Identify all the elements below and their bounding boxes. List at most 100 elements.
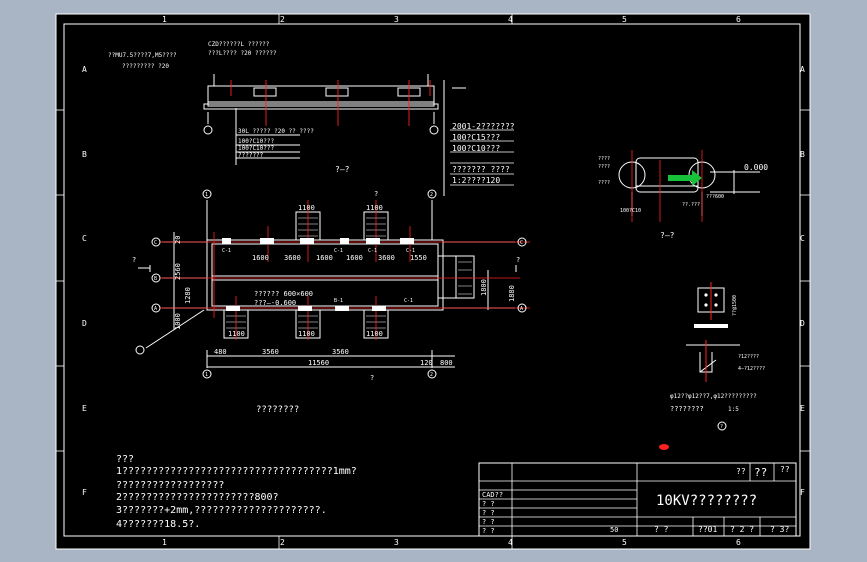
section-right-note: 100?C10 [620, 208, 641, 214]
plan-dim: 800 [440, 359, 453, 367]
detail-caption: φ12??φ12??7,φ12????????? [670, 393, 757, 400]
title-cell: ?? [754, 466, 767, 479]
plan-total: 11560 [308, 359, 329, 367]
title-block[interactable]: ?? ?? ?? 10KV???????? CAD?? ? ? ? ? ? ? … [478, 462, 797, 537]
row-label: E [82, 404, 87, 413]
plan-left-dim: 2560 [174, 263, 182, 280]
plan-dim: 1600 [252, 254, 269, 262]
row-label: C [800, 234, 805, 243]
col-label: 6 [736, 15, 741, 24]
plan-cut-mark: ? [374, 190, 378, 198]
plan-dim: 3600 [284, 254, 301, 262]
detail-note: ??@1500 [732, 295, 738, 316]
top-legend2: 100?C10??? [238, 138, 275, 145]
notes-block: ??? 1???????????????????????????????????… [116, 454, 357, 530]
section-right[interactable]: ???? ???? ???? 100?C10 ??.??? ???600 0.0… [598, 150, 768, 240]
top-legend4: ??????? [238, 152, 264, 159]
plan-side-dim2: 1880 [508, 285, 516, 302]
title-bottom: ??01 [698, 525, 717, 534]
axis-label: C [154, 240, 157, 246]
detail-scale: 1:5 [728, 406, 739, 413]
red-marker [659, 444, 669, 450]
axis-bubble [135, 345, 145, 355]
layer-item: 2001-2??????? [452, 122, 515, 131]
title-bottom: ? 3? [770, 525, 789, 534]
row-label: E [800, 404, 805, 413]
plan-view[interactable]: 1100 1100 1600 3600 1600 1600 3600 1550 … [132, 189, 530, 415]
row-label: B [82, 150, 87, 159]
notes-heading: ??? [116, 454, 134, 465]
axis-bubble [151, 303, 161, 313]
top-note-top2: ???L???? ?20 ?????? [208, 50, 277, 57]
frame-row-labels-right: A B C D E F [800, 65, 805, 497]
section-right-note: ???? [598, 164, 610, 170]
title-bottom: ? ? [654, 525, 669, 534]
title-cell: ?? [780, 465, 790, 474]
project-title: 10KV???????? [656, 493, 757, 509]
detail-view[interactable]: ??@1500 ?12???? 4—?12???? φ12??φ12??7,φ1… [659, 282, 765, 450]
plan-dim: 1550 [410, 254, 427, 262]
row-label: F [800, 488, 805, 497]
top-note-left1: ??MU7.5????7,M5???? [108, 52, 177, 59]
drawing-inner-frame [63, 23, 801, 537]
col-label: 1 [162, 538, 167, 547]
notes-line: 4???????18.5?. [116, 519, 200, 530]
detail-label: 4—?12???? [738, 366, 765, 372]
notes-line: 3???????+2mm,?????????????????????. [116, 505, 327, 516]
col-label: 3 [394, 538, 399, 547]
row-label: D [82, 319, 87, 328]
row-label: A [800, 65, 805, 74]
title-cell: ?? [736, 467, 746, 476]
frame-col-labels-bottom: 1 2 3 4 5 6 [162, 538, 741, 547]
plan-note: ???—-0.600 [254, 299, 296, 307]
plan-small-note: 120 [420, 359, 433, 367]
col-label: 4 [508, 538, 513, 547]
plan-dim: 1100 [228, 330, 245, 338]
title-scale: 50 [610, 526, 618, 534]
detail-caption2: ???????? [670, 405, 704, 413]
col-label: 5 [622, 15, 627, 24]
frame-grid [56, 14, 810, 549]
plan-note: ?????? 600×600 [254, 290, 313, 298]
plan-dim: 3560 [332, 348, 349, 356]
beam-label: C-1 [334, 248, 343, 254]
title-row: ? ? [482, 500, 495, 508]
plan-dim: 1100 [366, 330, 383, 338]
col-label: 5 [622, 538, 627, 547]
axis-label: A [520, 306, 523, 312]
row-label: C [82, 234, 87, 243]
section-right-elev: 0.000 [744, 163, 768, 172]
plan-dim: 3560 [262, 348, 279, 356]
row-label: B [800, 150, 805, 159]
notes-line: ?????????????????? [116, 480, 224, 491]
beam-label: C-1 [368, 248, 377, 254]
axis-bubble [517, 303, 527, 313]
row-label: A [82, 65, 87, 74]
detail-label: ?12???? [738, 354, 759, 360]
plan-cut-mark: ? [132, 256, 136, 264]
title-cad: CAD?? [482, 491, 503, 499]
layer-item: 100?C10??? [452, 144, 500, 153]
col-label: 4 [508, 15, 513, 24]
section-top[interactable]: ??MU7.5????7,M5???? ????????? ?20 CZD???… [108, 41, 466, 196]
axis-bubble [427, 369, 437, 379]
beam-label: B-1 [334, 298, 343, 304]
notes-line: 2??????????????????????800? [116, 492, 279, 503]
beam-label: C-1 [222, 248, 231, 254]
axis-label: 1 [205, 372, 208, 378]
plan-left-dim: 20 [174, 236, 182, 244]
section-right-note: ??.??? [682, 202, 700, 208]
section-right-note: ???? [598, 180, 610, 186]
top-note-left2: ????????? ?20 [122, 63, 169, 70]
axis-bubble [151, 273, 161, 283]
plan-cut-mark: ? [516, 256, 520, 264]
frame-col-labels-top: 1 2 3 4 5 6 [162, 15, 741, 24]
axis-label: 2 [430, 372, 433, 378]
plan-dim: 1600 [346, 254, 363, 262]
layer-list: 2001-2??????? 100?C15??? 100?C10??? ????… [450, 122, 515, 186]
beam-label: C-1 [406, 248, 415, 254]
frame-row-labels-left: A B C D E F [82, 65, 87, 497]
axis-label: A [154, 306, 157, 312]
layer-item: 1:2????120 [452, 176, 500, 185]
